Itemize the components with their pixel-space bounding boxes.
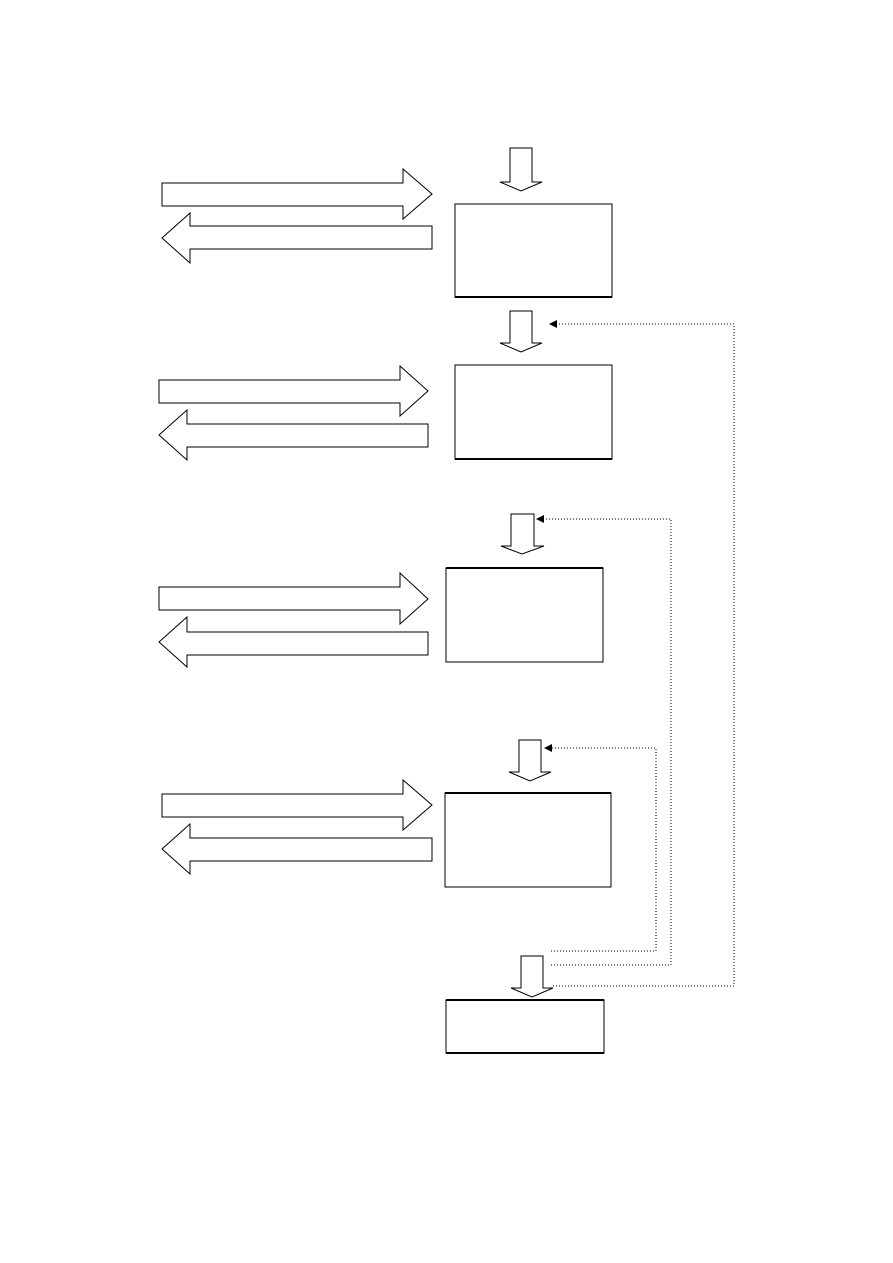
feedback-arrowhead-to-stage-3 [536, 515, 544, 523]
right-arrow-stage-2 [158, 364, 429, 418]
feedback-loop-to-stage-3 [536, 515, 672, 966]
feedback-line-to-stage-4 [551, 747, 657, 952]
feedback-arrowhead-to-stage-4 [544, 744, 552, 752]
process-box-stage-4 [444, 792, 612, 888]
left-arrow-stage-2 [158, 408, 429, 462]
inflow-arrow-stage-3 [500, 513, 545, 555]
stage-4 [161, 739, 612, 888]
left-arrow-stage-1 [161, 211, 433, 265]
right-arrow-stage-3 [158, 571, 429, 626]
process-box-stage-2 [454, 364, 613, 460]
feedback-arrowhead-to-stage-2 [549, 320, 557, 328]
stage-2 [158, 310, 613, 462]
process-box-stage-1 [454, 203, 613, 298]
feedback-loop-to-stage-4 [544, 744, 657, 952]
right-arrow-stage-4 [161, 778, 433, 832]
inflow-arrow-stage-5 [510, 955, 554, 998]
stage-3 [158, 513, 604, 669]
left-arrow-stage-3 [158, 615, 429, 669]
right-arrow-stage-1 [161, 167, 433, 221]
stage-5 [445, 955, 605, 1054]
process-box-stage-3 [445, 567, 604, 663]
process-box-stage-5 [445, 999, 605, 1054]
left-arrow-stage-4 [161, 822, 433, 876]
feedback-loops [536, 320, 735, 987]
feedback-line-to-stage-3 [543, 518, 672, 966]
inflow-arrow-stage-2 [499, 310, 543, 353]
inflow-arrow-stage-4 [508, 739, 552, 782]
feedback-line-to-stage-2 [553, 323, 735, 987]
stage-1 [161, 147, 613, 298]
inflow-arrow-stage-1 [499, 147, 543, 192]
feedback-loop-to-stage-2 [549, 320, 735, 987]
